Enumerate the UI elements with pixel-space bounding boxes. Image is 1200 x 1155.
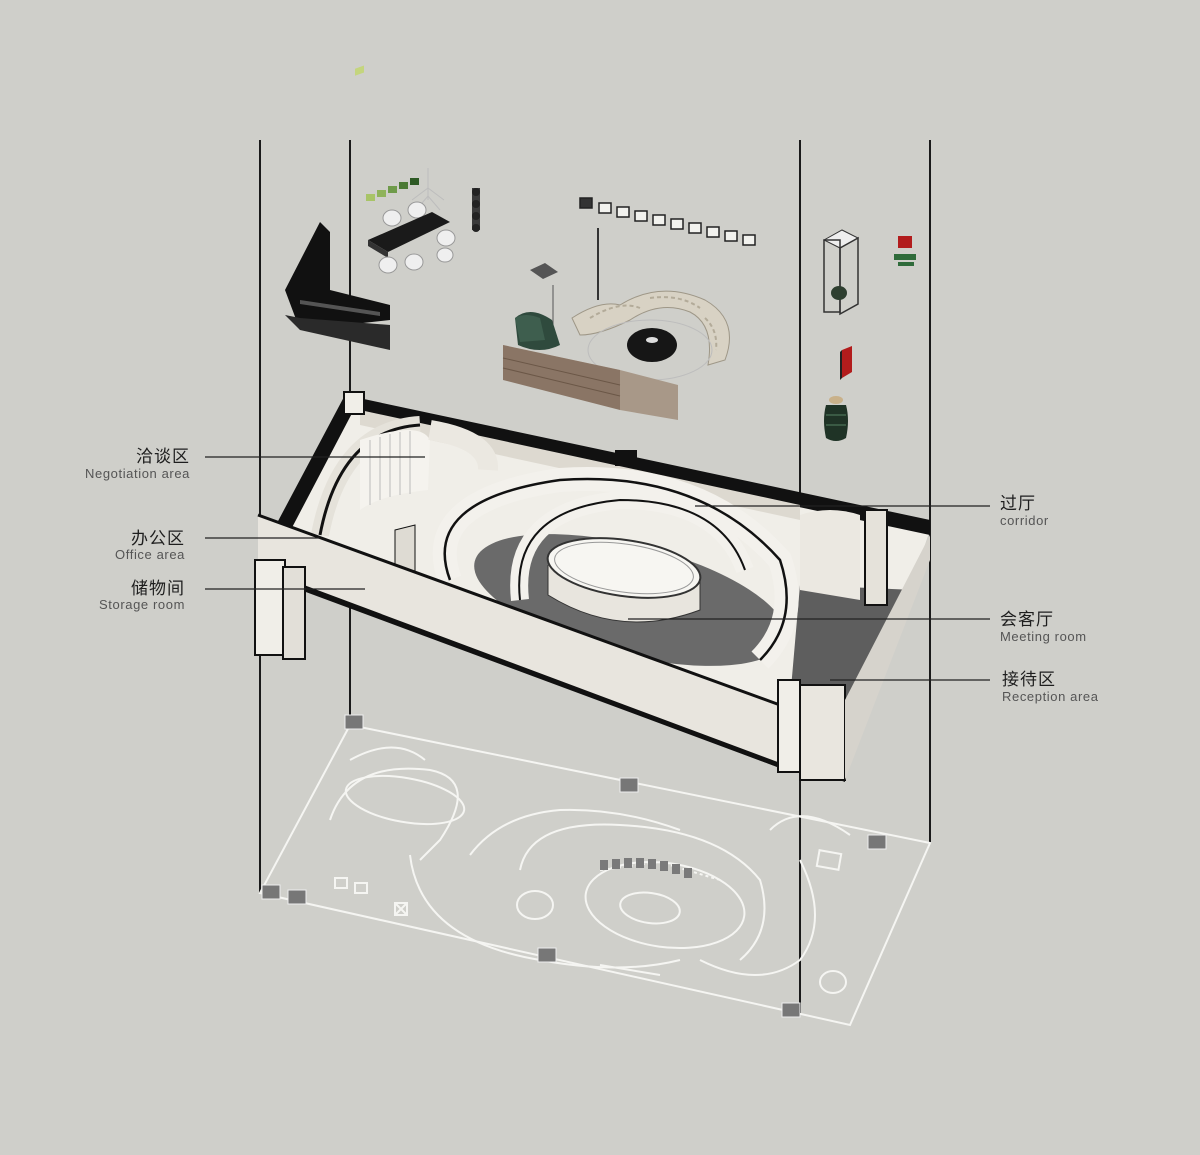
dark-totem (472, 188, 480, 232)
green-vase (824, 396, 848, 441)
negotiation-label-en: Negotiation area (85, 466, 190, 481)
storage-label-en: Storage room (99, 597, 185, 612)
corridor-label-cn: 过厅 (1000, 494, 1036, 514)
storage-label-cn: 储物间 (131, 579, 185, 599)
office-label-cn: 办公区 (131, 529, 185, 549)
reception-counter (502, 345, 678, 420)
leader-lines (205, 456, 990, 681)
logo-sign (894, 236, 916, 266)
meeting-table-set (368, 201, 456, 274)
plan-pillars (261, 714, 887, 1018)
floor-plan-outline (258, 723, 932, 1027)
meeting-label-cn: 会客厅 (1000, 610, 1054, 630)
axonometric-floor-model (254, 391, 930, 782)
green-armchair (515, 311, 560, 350)
meeting-label-en: Meeting room (1000, 629, 1087, 644)
staircase-marks (600, 858, 692, 878)
reception-label-cn: 接待区 (1002, 670, 1056, 690)
floating-tray (530, 263, 558, 279)
green-tiles (355, 65, 419, 201)
office-label-en: Office area (115, 547, 185, 562)
black-shelving (285, 222, 390, 350)
glass-display-case (822, 229, 860, 316)
reception-label-en: Reception area (1002, 689, 1099, 704)
negotiation-label-cn: 洽谈区 (136, 447, 190, 467)
furniture-layer (285, 65, 916, 441)
corridor-label-en: corridor (1000, 513, 1049, 528)
picture-frames (579, 197, 756, 246)
curved-sofa (571, 290, 730, 366)
round-meeting-table (546, 537, 702, 623)
red-sign (840, 346, 852, 380)
